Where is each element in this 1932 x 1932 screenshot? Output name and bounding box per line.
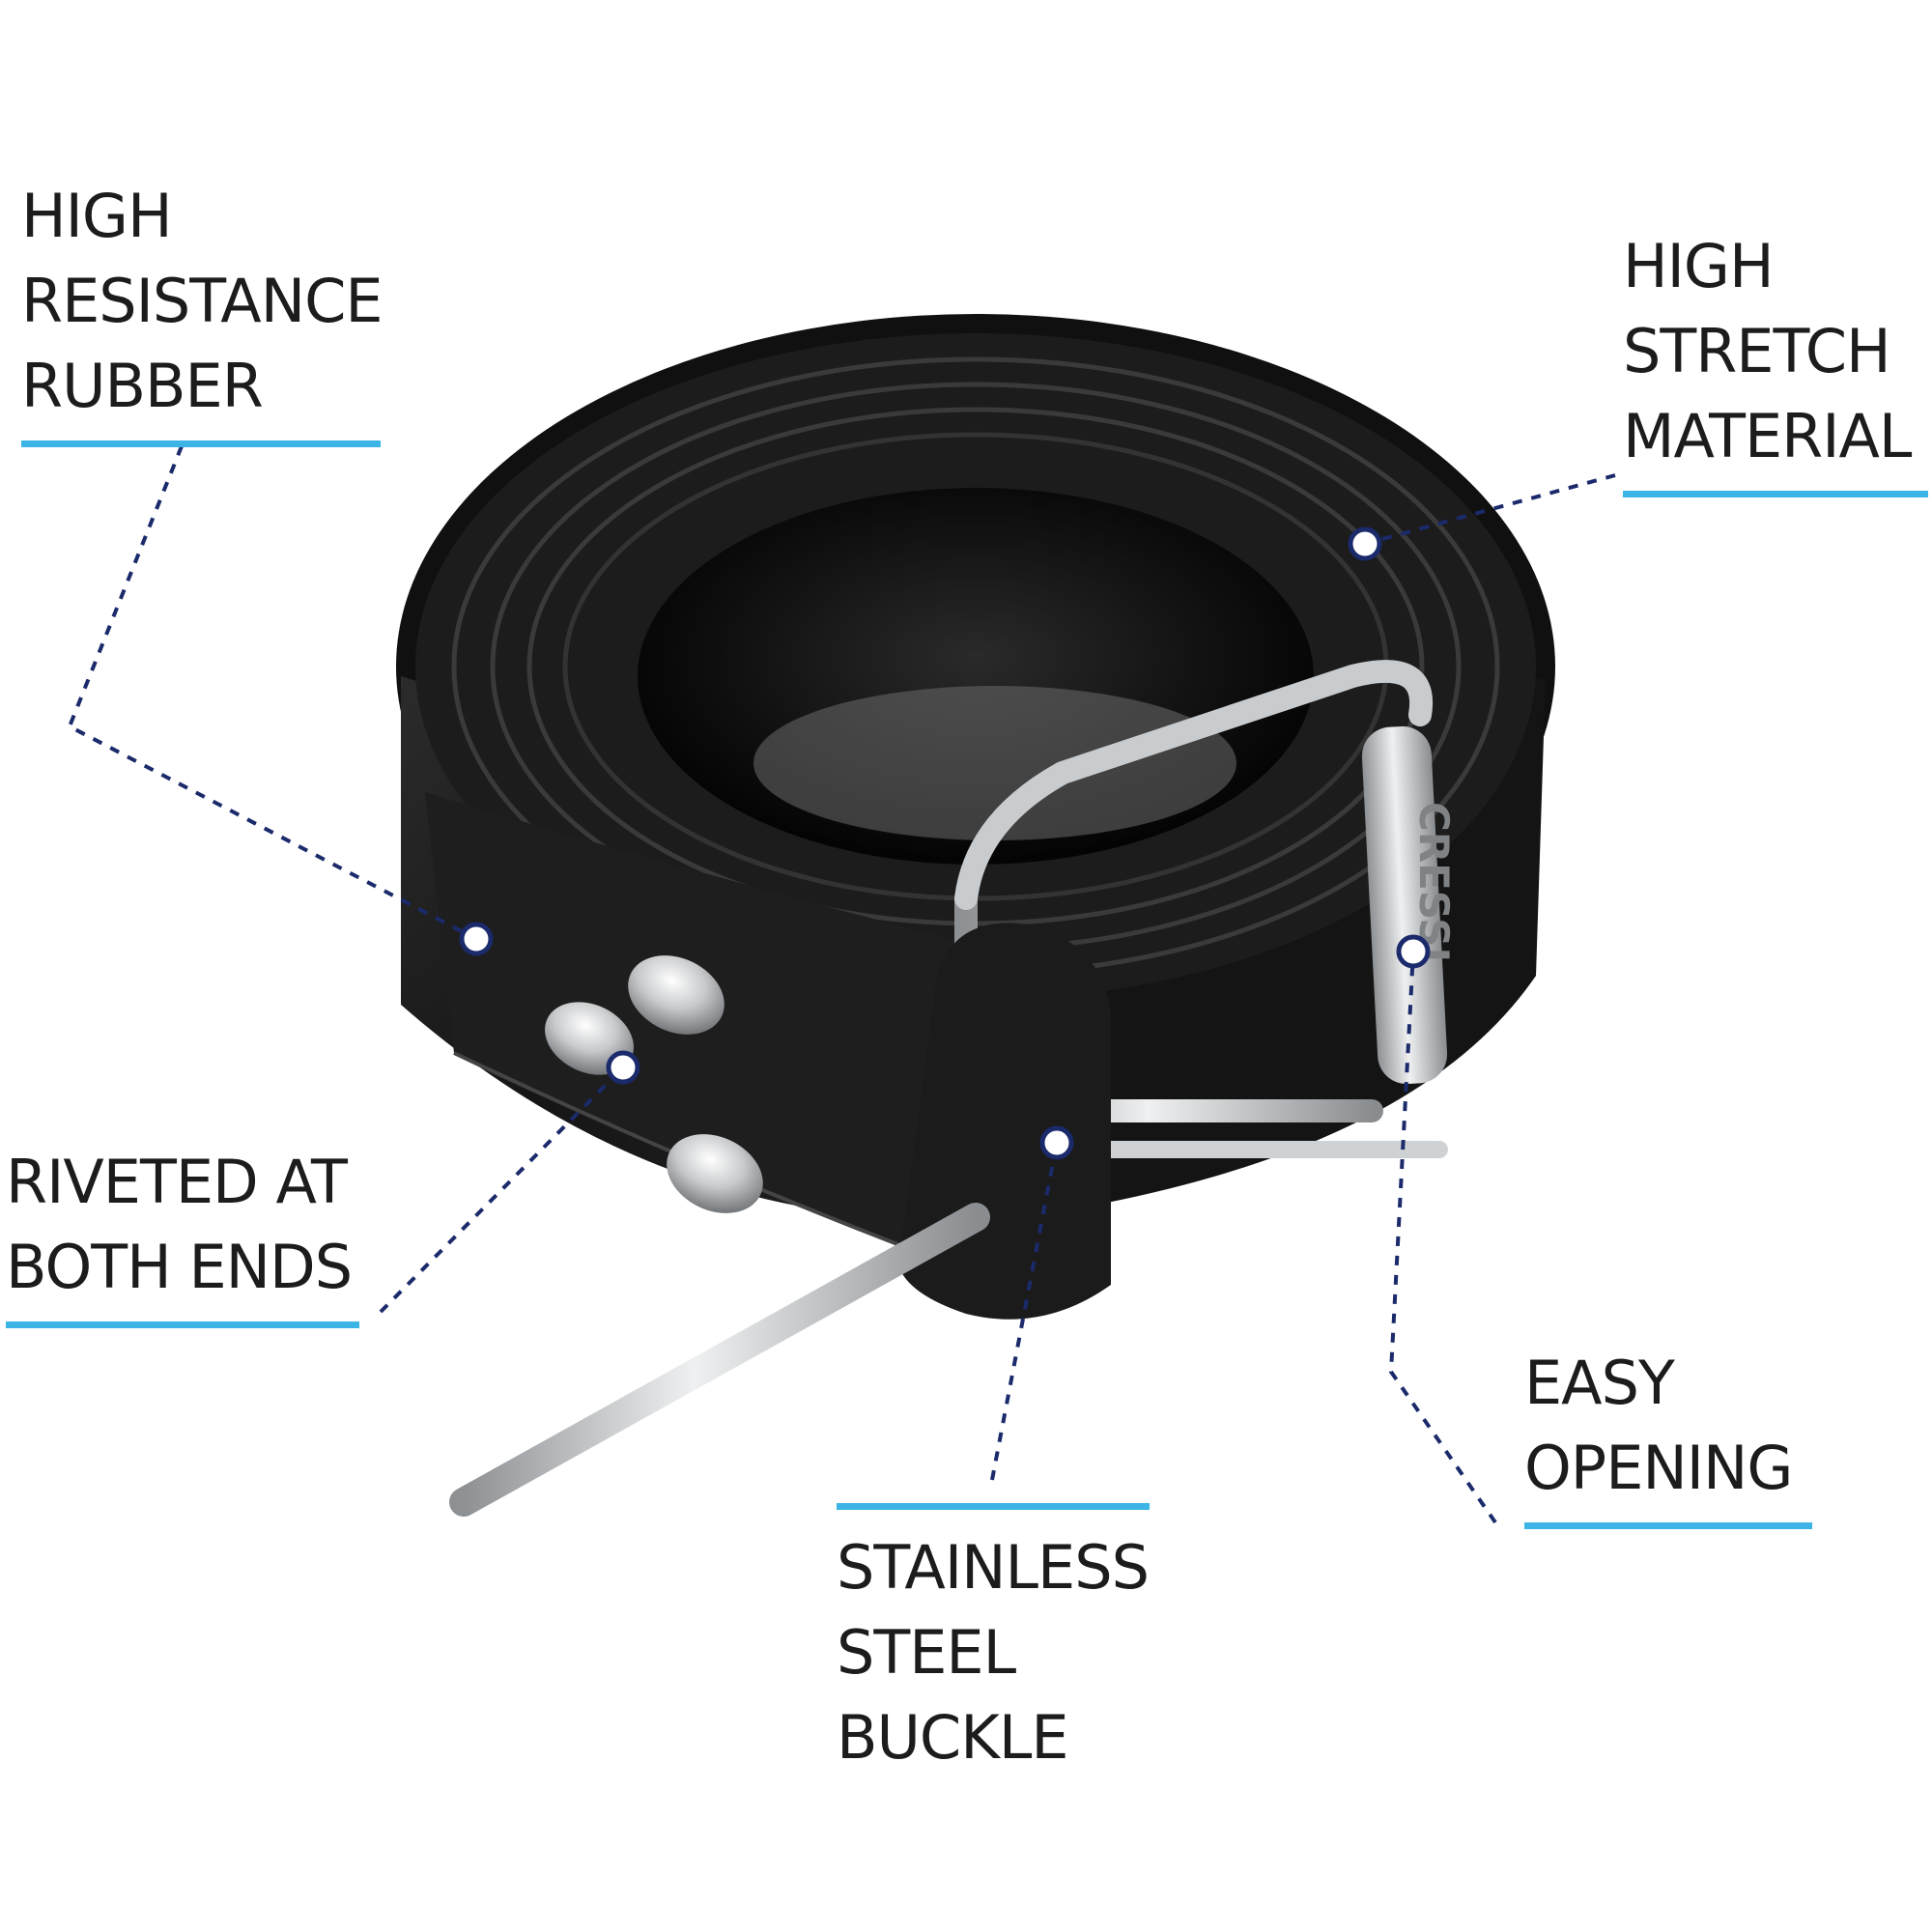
callout-line: STRETCH: [1623, 316, 1891, 386]
leader-riveted: [379, 1065, 625, 1314]
callout-easy-opening: EASY OPENING: [1524, 1341, 1812, 1529]
callout-line: MATERIAL: [1623, 401, 1912, 471]
leader-stretch: [1364, 473, 1616, 546]
callout-line: RUBBER: [21, 351, 264, 421]
callout-underline: [21, 440, 381, 447]
callout-line: EASY: [1524, 1348, 1675, 1418]
callout-line: RESISTANCE: [21, 266, 384, 336]
leader-easy: [1388, 951, 1497, 1524]
rivets: [545, 955, 763, 1213]
callout-line: BUCKLE: [837, 1702, 1069, 1773]
callout-line: STEEL: [837, 1617, 1016, 1688]
callout-line: STAINLESS: [837, 1532, 1150, 1603]
callout-line: BOTH ENDS: [6, 1232, 353, 1302]
marker-steel: [1039, 1125, 1074, 1160]
marker-stretch: [1348, 526, 1382, 561]
rivet: [628, 955, 724, 1035]
callout-high-stretch-material: HIGH STRETCH MATERIAL: [1623, 224, 1928, 497]
leader-lines: [67, 445, 1616, 1524]
callout-line: RIVETED AT: [6, 1147, 348, 1217]
callout-stainless-steel-buckle: STAINLESS STEEL BUCKLE: [837, 1503, 1150, 1780]
callout-line: HIGH: [21, 181, 173, 251]
callout-underline: [1623, 491, 1928, 497]
callout-underline: [6, 1321, 359, 1328]
markers: [459, 526, 1431, 1160]
callout-underline: [1524, 1522, 1812, 1529]
callout-line: OPENING: [1524, 1433, 1793, 1503]
marker-easy: [1396, 934, 1431, 969]
rivet: [667, 1134, 763, 1213]
buckle-pin: [449, 1203, 990, 1517]
callout-riveted-at-both-ends: RIVETED AT BOTH ENDS: [6, 1140, 359, 1328]
marker-resistance: [459, 922, 494, 956]
leader-resistance: [67, 445, 477, 941]
marker-riveted: [606, 1050, 640, 1085]
callout-underline: [837, 1503, 1150, 1510]
callout-high-resistance-rubber: HIGH RESISTANCE RUBBER: [21, 174, 384, 447]
callout-line: HIGH: [1623, 231, 1775, 301]
belt-coil: [396, 314, 1555, 1260]
